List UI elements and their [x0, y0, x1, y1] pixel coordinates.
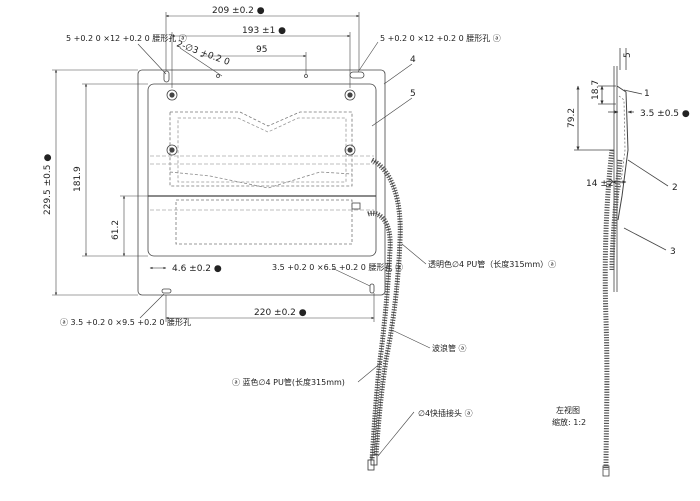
inner-profile-wave: [169, 171, 353, 189]
dim-229-5: 229.5 ±0.5 ●: [43, 154, 53, 215]
dim-61-2: 61.2: [111, 220, 121, 240]
slot-bottom-right: [369, 283, 375, 294]
dim-220: 220 ±0.2 ●: [254, 308, 307, 318]
note-slot-top-right: 5 +0.2 0 ×12 +0.2 0 腰形孔 ⓐ: [380, 34, 501, 43]
inner-profile-upper-2: [177, 117, 347, 183]
side-bracket: [616, 85, 629, 221]
note-corrugated: 波浪管 ⓐ: [432, 343, 467, 353]
slot-top-right: [349, 71, 365, 79]
note-slot-mid: 3.5 +0.2 0 ×6.5 +0.2 0 腰形孔 ⓐ: [272, 263, 403, 272]
dim-95: 95: [256, 45, 267, 55]
dim-side-3-5: 3.5 ±0.5 ●: [640, 109, 690, 119]
outer-plate: [137, 69, 386, 296]
inner-profile-lower: [175, 199, 353, 245]
note-pu-blue: ⓐ 蓝色∅4 PU管(长度315mm): [232, 377, 345, 387]
side-hose: [602, 149, 615, 471]
callout-1: 1: [644, 89, 650, 99]
dim-209: 209 ±0.2 ●: [212, 6, 265, 16]
dim-side-18-7: 18.7: [591, 80, 601, 100]
corrugated-hoses: [367, 157, 403, 471]
front-view: [137, 69, 386, 296]
note-slot-top-left: 5 +0.2 0 ×12 +0.2 0 腰形孔 ⓐ: [66, 34, 187, 43]
inner-profile-upper: [169, 111, 353, 187]
callout-4: 4: [410, 55, 416, 65]
inner-frame: [147, 83, 377, 257]
dim-side-5: 5: [623, 52, 633, 58]
callout-3: 3: [670, 247, 676, 257]
screw-icon: [166, 89, 356, 156]
view-name: 左视图: [556, 405, 580, 415]
dim-side-79-2: 79.2: [567, 108, 577, 128]
dim-side-14: 14 ±2: [586, 179, 614, 189]
note-slot-bottom-left: ⓐ 3.5 +0.2 0 ×9.5 +0.2 0 腰形孔: [60, 318, 191, 327]
view-scale: 缩放: 1:2: [552, 417, 586, 427]
dim-181-9: 181.9: [73, 166, 83, 192]
note-pu-clear: 透明色∅4 PU管（长度315mm）ⓐ: [428, 259, 556, 269]
dim-193: 193 ±1 ●: [242, 26, 286, 36]
callout-5: 5: [410, 89, 416, 99]
side-view: [574, 48, 669, 477]
note-connector: ∅4快插接头 ⓐ: [418, 408, 473, 418]
slot-bottom-left: [161, 288, 172, 294]
dimension-lines: [52, 12, 431, 457]
dim-4-6: 4.6 ±0.2 ●: [172, 264, 222, 274]
slot-top-left: [163, 70, 170, 83]
callout-2: 2: [672, 183, 678, 193]
